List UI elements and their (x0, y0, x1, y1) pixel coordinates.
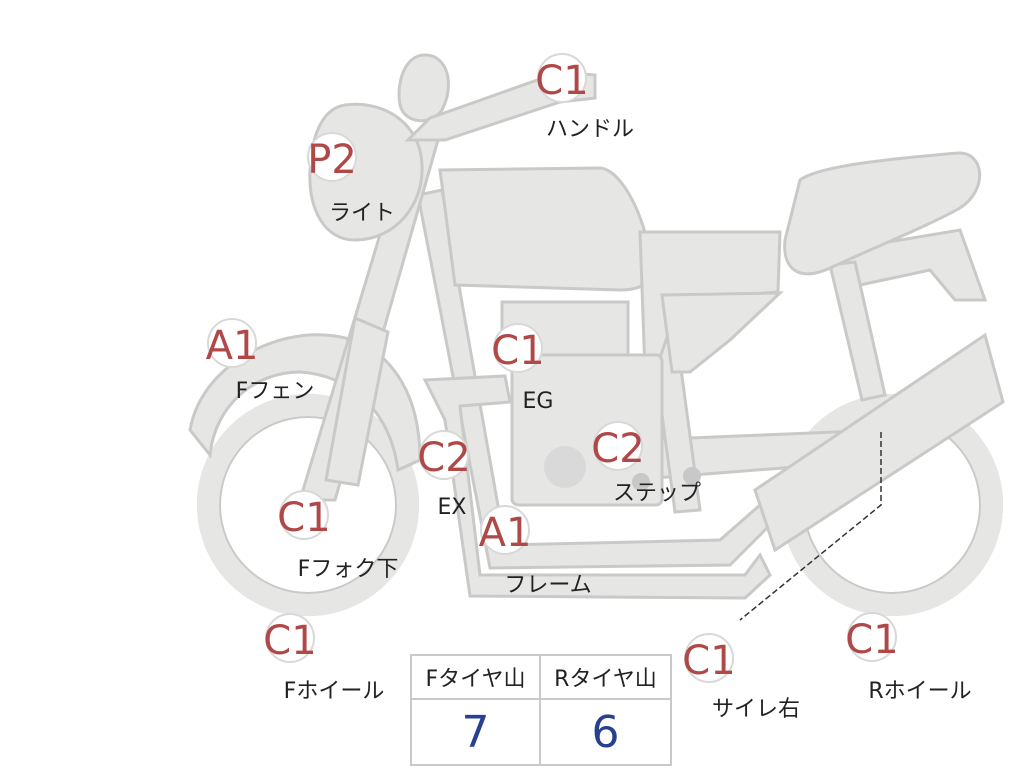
frame-loop (422, 374, 772, 600)
label-frame: フレーム (504, 573, 591, 598)
badge-silencer-right[interactable]: C1 サイレ右 (682, 633, 800, 722)
svg-text:C1: C1 (535, 58, 588, 104)
label-f-fender: Fフェン (236, 379, 315, 404)
svg-text:C1: C1 (263, 618, 316, 664)
mirror (397, 53, 450, 123)
silencer (753, 332, 1005, 553)
svg-text:A1: A1 (479, 510, 532, 556)
label-light: ライト (329, 201, 395, 226)
seat (783, 151, 982, 276)
svg-text:C1: C1 (845, 617, 898, 663)
svg-text:C2: C2 (591, 426, 644, 472)
rear-shock (828, 260, 887, 402)
step-peg-1 (632, 473, 650, 491)
label-r-wheel: Rホイール (868, 679, 971, 704)
badge-exhaust[interactable]: C2 EX (417, 430, 471, 520)
label-handle: ハンドル (546, 117, 634, 142)
label-engine: EG (523, 389, 554, 414)
label-exhaust: EX (438, 495, 467, 520)
step-peg-2 (683, 467, 701, 485)
label-f-wheel: Fホイール (284, 679, 385, 704)
badge-engine[interactable]: C1 EG (491, 323, 554, 414)
badge-r-wheel[interactable]: C1 Rホイール (845, 612, 972, 704)
front-tire-header: Fタイヤ山 (412, 656, 541, 700)
badge-f-fork-lower[interactable]: C1 Fフォク下 (277, 490, 399, 582)
badge-f-wheel[interactable]: C1 Fホイール (263, 613, 385, 704)
label-step: ステップ (613, 481, 701, 506)
svg-text:C1: C1 (277, 495, 330, 541)
tire-depth-table: Fタイヤ山 Rタイヤ山 7 6 (410, 654, 672, 766)
rear-tire-value: 6 (591, 706, 620, 758)
badge-frame[interactable]: A1 フレーム (479, 505, 592, 598)
fuel-tank (438, 166, 652, 292)
front-tire-value: 7 (412, 700, 541, 764)
engine-cover (544, 446, 586, 488)
svg-text:C1: C1 (682, 638, 735, 684)
badge-handle[interactable]: C1 ハンドル (535, 53, 634, 142)
svg-text:P2: P2 (307, 137, 357, 183)
silencer-leader-line (739, 432, 882, 621)
badge-step[interactable]: C2 ステップ (591, 421, 701, 506)
label-silencer-right: サイレ右 (712, 697, 800, 722)
side-panel (660, 291, 784, 374)
front-wheel (197, 394, 419, 616)
badge-light[interactable]: P2 ライト (307, 132, 395, 226)
svg-text:C1: C1 (491, 328, 544, 374)
rear-tire-header: Rタイヤ山 (541, 656, 670, 700)
svg-text:C2: C2 (417, 435, 470, 481)
svg-text:A1: A1 (206, 323, 259, 369)
label-f-fork-lower: Fフォク下 (298, 557, 399, 582)
badge-f-fender[interactable]: A1 Fフェン (206, 318, 315, 404)
fork-boot (324, 315, 390, 487)
